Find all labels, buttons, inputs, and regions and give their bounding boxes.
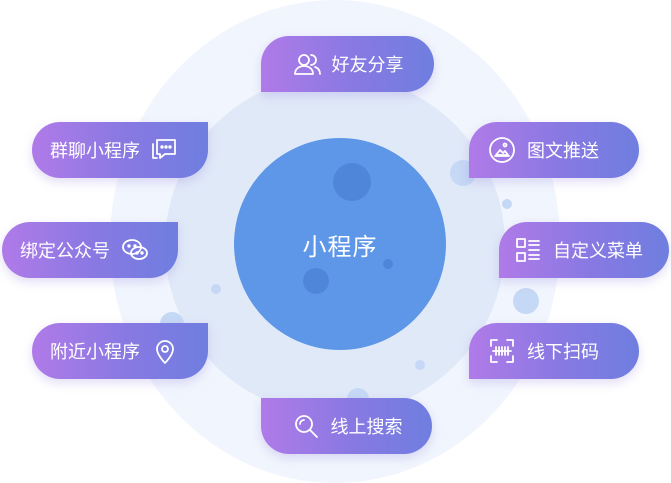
feature-group[interactable]: 群聊小程序 (32, 122, 208, 178)
feature-label: 线下扫码 (527, 342, 599, 363)
feature-share[interactable]: 好友分享 (261, 36, 434, 92)
chat-bubble-icon (150, 135, 180, 165)
feature-scan[interactable]: 线下扫码 (469, 323, 639, 379)
feature-menu[interactable]: 自定义菜单 (499, 222, 669, 278)
decor-dot (513, 288, 539, 314)
location-pin-icon (150, 336, 180, 366)
feature-bind[interactable]: 绑定公众号 (2, 222, 178, 278)
feature-search[interactable]: 线上搜索 (261, 398, 432, 454)
barcode-scan-icon (487, 336, 517, 366)
feature-label: 群聊小程序 (50, 141, 140, 162)
feature-label: 好友分享 (331, 55, 404, 76)
decor-dot (211, 284, 221, 294)
feature-label: 绑定公众号 (20, 241, 110, 262)
menu-grid-icon (513, 235, 543, 265)
core-dot (383, 259, 393, 269)
feature-label: 附近小程序 (50, 342, 140, 363)
center-label: 小程序 (302, 232, 378, 261)
decor-dot (415, 360, 425, 370)
feature-nearby[interactable]: 附近小程序 (32, 323, 208, 379)
feature-push[interactable]: 图文推送 (469, 122, 639, 178)
core-dot (303, 268, 329, 294)
decor-dot (502, 199, 512, 209)
image-icon (487, 135, 517, 165)
feature-label: 线上搜索 (330, 417, 403, 438)
core-dot (333, 163, 371, 201)
search-icon (291, 411, 321, 441)
wechat-icon (120, 235, 150, 265)
users-icon (292, 49, 322, 79)
feature-label: 自定义菜单 (553, 241, 643, 262)
feature-label: 图文推送 (527, 141, 599, 162)
